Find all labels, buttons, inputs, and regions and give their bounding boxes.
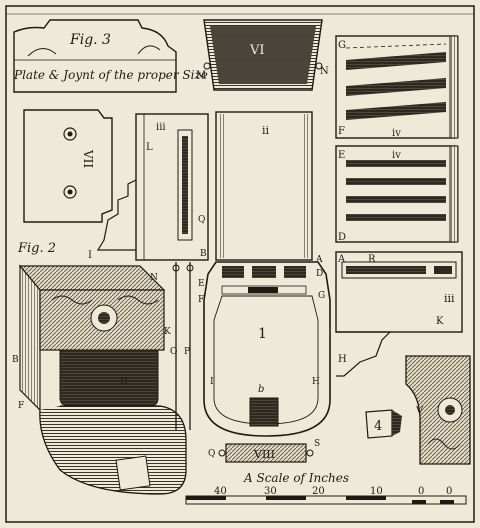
letter-n-top: N: [320, 66, 329, 77]
part-vi-trapezoid: [203, 19, 323, 91]
scale-tick-20: 20: [312, 486, 325, 497]
label-viii: VIII: [253, 448, 275, 461]
letter-g-top: G: [338, 40, 346, 51]
label-v: V: [415, 406, 424, 417]
letter-i-left: I: [88, 250, 92, 261]
part-vii-plate: [23, 109, 113, 223]
letter-h-fig2: H: [120, 377, 128, 387]
letter-q-mid: Q: [198, 215, 205, 225]
scale-tick-0a: 0: [418, 486, 424, 497]
letter-f-top: F: [338, 126, 345, 137]
part-ii-panel: [215, 111, 313, 261]
part-v-ornamented-panel: [405, 355, 471, 465]
scale-tick-0b: 0: [446, 486, 452, 497]
letter-b-fig2: B: [12, 355, 19, 365]
letter-q-bottom: Q: [208, 449, 215, 459]
scale-title: A Scale of Inches: [243, 471, 349, 485]
letter-d-right: D: [338, 232, 346, 243]
scale-of-inches-bar: [185, 495, 467, 505]
letter-n-fig2: N: [150, 273, 158, 283]
letter-k-fig2: K: [164, 327, 171, 337]
part-iii-side-panel: [96, 113, 209, 261]
letter-l: L: [146, 142, 153, 153]
letter-m: M: [196, 70, 206, 81]
letter-b-left: B: [200, 249, 207, 259]
part-1-main-plate: [203, 261, 331, 437]
label-iv-a: iv: [392, 128, 401, 139]
letter-a-mid: A: [315, 255, 323, 265]
letter-h-mid: H: [312, 377, 320, 387]
label-iv-b: iv: [392, 150, 401, 161]
scale-tick-30: 30: [264, 486, 277, 497]
fig3-caption: Plate & Joynt of the proper Size: [13, 68, 208, 82]
label-iii-small: iii: [156, 122, 166, 133]
letter-e-mid: E: [198, 279, 205, 289]
label-iii-right: iii: [444, 292, 455, 305]
part-iv-frame-top: [335, 35, 459, 139]
letter-g-mid: G: [318, 291, 325, 301]
fig3-plate-joint: [13, 19, 177, 93]
letter-b-mid: b: [258, 384, 264, 395]
label-ii: ii: [262, 124, 270, 137]
part-viii-bar: [218, 443, 314, 463]
letter-r-right: R: [368, 254, 376, 265]
letter-i-mid: I: [210, 377, 214, 387]
part-4-small-plate: [365, 409, 402, 439]
plate-border: [5, 5, 475, 523]
letter-s-bottom: S: [314, 439, 320, 449]
label-vii: VII: [81, 149, 95, 168]
label-4: 4: [374, 419, 382, 434]
letter-p-fig2: P: [184, 347, 190, 357]
label-vi: VI: [249, 43, 265, 58]
letter-k-right: K: [436, 316, 444, 327]
part-iv-frame-lower: [335, 145, 459, 243]
letter-a-right: A: [337, 254, 346, 265]
fig3-title: Fig. 3: [69, 32, 111, 48]
letter-e-right: E: [338, 150, 345, 161]
letter-f-mid: F: [198, 295, 204, 305]
letter-h-right: H: [338, 354, 347, 365]
part-iii-rail-right: [335, 251, 463, 377]
label-1: 1: [258, 326, 267, 342]
scale-tick-40: 40: [214, 486, 227, 497]
fig2-assembled-stove: [18, 262, 194, 495]
fig2-title: Fig. 2: [17, 241, 56, 256]
letter-f-fig2: F: [18, 401, 24, 411]
scale-tick-10: 10: [370, 486, 383, 497]
letter-d-mid: D: [316, 269, 323, 279]
letter-o-fig2: O: [170, 347, 177, 357]
